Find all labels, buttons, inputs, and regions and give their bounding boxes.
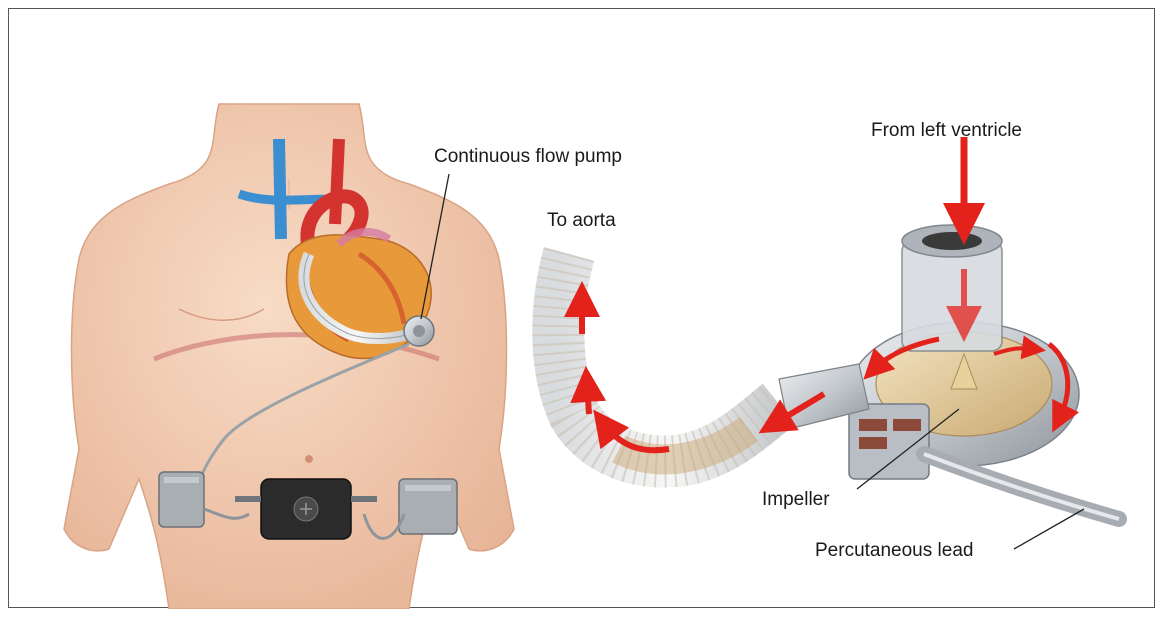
label-to-aorta: To aorta	[547, 210, 616, 232]
label-impeller: Impeller	[762, 489, 830, 511]
leader-percutaneous-lead	[1014, 509, 1084, 549]
label-from-left-ventricle: From left ventricle	[871, 120, 1022, 142]
label-continuous-flow-pump: Continuous flow pump	[434, 146, 622, 168]
outflow-graft	[558, 254, 779, 462]
figure-frame: Continuous flow pump From left ventricle…	[8, 8, 1155, 608]
label-percutaneous-lead: Percutaneous lead	[815, 540, 973, 562]
battery-right	[399, 479, 457, 534]
arrow-graft-middle	[587, 384, 589, 414]
inflow-cannula	[902, 225, 1002, 351]
lvad-illustration	[9, 9, 1156, 609]
battery-left	[159, 472, 204, 527]
